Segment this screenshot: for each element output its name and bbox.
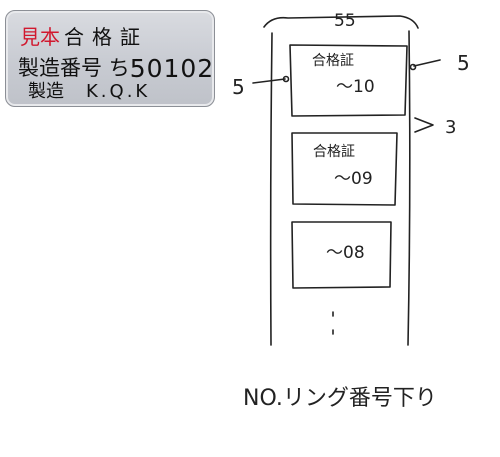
maker-label: 製造 — [28, 81, 64, 102]
maker-row: 製造 K.Q.K — [28, 83, 150, 101]
serial-row: 製造番号 ち50102 — [18, 54, 214, 81]
card-3-number: 〜08 — [326, 243, 365, 263]
card-2-outline — [291, 132, 398, 206]
strip-outline — [269, 32, 273, 346]
left-leader — [252, 78, 286, 84]
right-leader — [413, 59, 441, 67]
card-2-title: 合格証 — [313, 144, 355, 160]
serial-label: 製造番号 — [18, 56, 102, 80]
card-1-outline — [289, 44, 408, 117]
certificate-title: 合格証 — [64, 25, 148, 49]
card-1-number: 〜10 — [336, 77, 375, 97]
left-margin-dimension: 5 — [232, 75, 245, 99]
inspection-nameplate: 見本合格証 製造番号 ち50102 製造 K.Q.K — [5, 10, 215, 107]
gap-dimension: 3 — [445, 117, 456, 138]
maker-code: K.Q.K — [86, 81, 151, 102]
nameplate-title-row: 見本合格証 — [20, 27, 148, 47]
right-margin-dimension: 5 — [457, 51, 470, 75]
sample-mark: 見本 — [20, 25, 60, 49]
width-dimension: 55 — [334, 11, 356, 31]
serial-number: 50102 — [129, 54, 215, 83]
sketch-caption: NO.リング番号下り — [243, 386, 437, 411]
width-bracket — [263, 15, 419, 29]
gap-chevron — [414, 117, 434, 133]
serial-prefix: ち — [108, 56, 130, 80]
card-2-number: 〜09 — [334, 169, 373, 189]
card-1-title: 合格証 — [312, 53, 354, 69]
card-3-outline — [291, 221, 392, 289]
